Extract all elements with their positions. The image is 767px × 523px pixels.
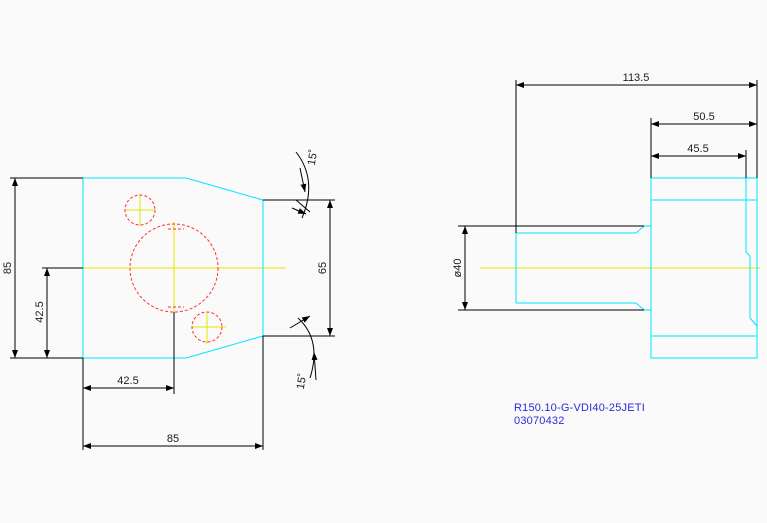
dim-groove-length-text: 45.5: [687, 143, 708, 155]
front-dimensions: [10, 151, 335, 450]
dim-total-length-text: 113.5: [623, 72, 650, 84]
side-dimensions: [458, 80, 758, 311]
side-outline: [515, 177, 758, 359]
side-view: 113.5 50.5 45.5 ø40: [452, 72, 760, 359]
dim-flat-text: 65: [317, 262, 329, 274]
dim-height-text: 85: [2, 262, 14, 274]
front-centerlines: [58, 194, 286, 344]
dim-width-text: 85: [167, 433, 179, 445]
lower-small-hole: [191, 311, 223, 343]
dim-angle-bottom-text: 15˚: [295, 373, 310, 391]
upper-small-hole: [124, 194, 156, 226]
front-view: 85 42.5 42.5 85 65 15˚ 15˚: [2, 149, 335, 450]
part-number: 03070432: [514, 415, 565, 427]
dim-diameter-text: ø40: [452, 259, 464, 278]
dim-head-length-text: 50.5: [693, 111, 714, 123]
part-code: R150.10-G-VDI40-25JETI: [514, 402, 645, 414]
large-bore-circle: [129, 223, 219, 313]
part-label: R150.10-G-VDI40-25JETI 03070432: [514, 402, 645, 428]
dim-hole-x-text: 42.5: [117, 375, 138, 387]
front-holes: [124, 194, 223, 343]
dim-hole-y-text: 42.5: [34, 301, 46, 322]
dim-angle-top-text: 15˚: [306, 149, 321, 167]
